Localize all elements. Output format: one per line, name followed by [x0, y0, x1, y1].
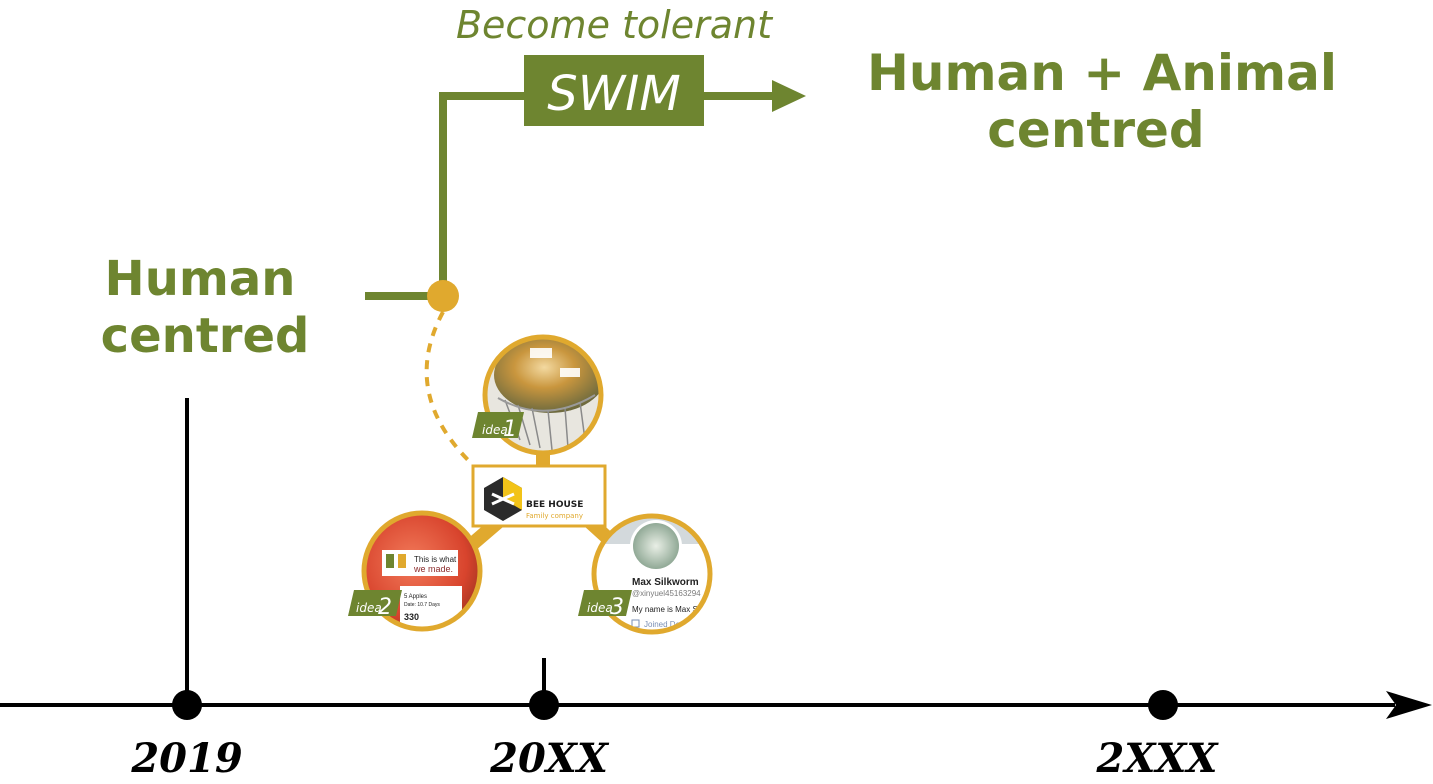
idea2-line1: 5 Apples	[404, 594, 427, 600]
idea2-card-header	[382, 550, 458, 576]
human-animal-line2: centred	[987, 101, 1204, 159]
idea3-bio: My name is Max Sil	[632, 605, 702, 614]
idea3-badge-number: 3	[610, 595, 624, 620]
idea1-badge: idea 1	[472, 412, 524, 442]
idea3-badge: idea 3	[578, 590, 632, 620]
idea2-headline2: we made.	[413, 564, 453, 574]
bee-house-title: BEE HOUSE	[526, 500, 583, 510]
dashed-link	[424, 311, 472, 464]
human-animal-line1: Human + Animal	[867, 44, 1337, 102]
idea3-badge-prefix: idea	[587, 601, 613, 615]
milestone-dot-20xx	[529, 690, 559, 720]
idea-cluster: This is what we made. 5 Apples Date: 10.…	[348, 334, 713, 635]
become-tolerant-label: Become tolerant	[456, 3, 774, 47]
idea2-badge-number: 2	[378, 595, 392, 620]
idea2-headline1: This is what	[414, 555, 457, 564]
timeline-axis: 2019 20XX 2XXX	[0, 398, 1432, 782]
branch-arrowhead	[772, 80, 806, 112]
bee-house-box: BEE HOUSE Family company	[471, 464, 607, 528]
bee-house-subtitle: Family company	[526, 512, 583, 520]
idea3-avatar	[633, 523, 679, 569]
human-centred-line1: Human	[105, 251, 296, 307]
idea2-label-card	[400, 586, 462, 629]
idea3-joined: Joined De	[644, 620, 681, 629]
axis-arrowhead	[1386, 691, 1432, 719]
idea2-badge: idea 2	[348, 590, 402, 620]
idea3-handle: @xinyuel45163294	[632, 589, 701, 598]
idea2-value: 330	[404, 612, 419, 622]
milestone-dot-2019	[172, 690, 202, 720]
branch-node	[427, 280, 459, 312]
idea1-badge-number: 1	[503, 417, 517, 442]
idea2-circle: This is what we made. 5 Apples Date: 10.…	[361, 510, 483, 632]
swim-box	[524, 55, 704, 126]
year-label-2019: 2019	[130, 735, 242, 782]
human-centred-line2: centred	[101, 308, 310, 364]
idea1-circle	[482, 334, 604, 456]
idea1-badge-prefix: idea	[482, 423, 508, 437]
year-label-20xx: 20XX	[489, 735, 610, 782]
idea3-name: Max Silkworm	[632, 577, 699, 588]
human-animal-centred-label: Human + Animal centred	[867, 44, 1337, 159]
year-label-2xxx: 2XXX	[1096, 735, 1220, 782]
swim-label: SWIM	[547, 66, 681, 122]
milestone-dot-2xxx	[1148, 690, 1178, 720]
human-centred-label: Human centred	[101, 251, 310, 364]
idea2-badge-prefix: idea	[356, 601, 382, 615]
idea2-line2: Date: 10.7 Days	[404, 602, 440, 608]
swim-branch: SWIM Become tolerant	[365, 3, 806, 464]
idea1-image	[494, 337, 601, 413]
calendar-icon	[631, 619, 640, 628]
